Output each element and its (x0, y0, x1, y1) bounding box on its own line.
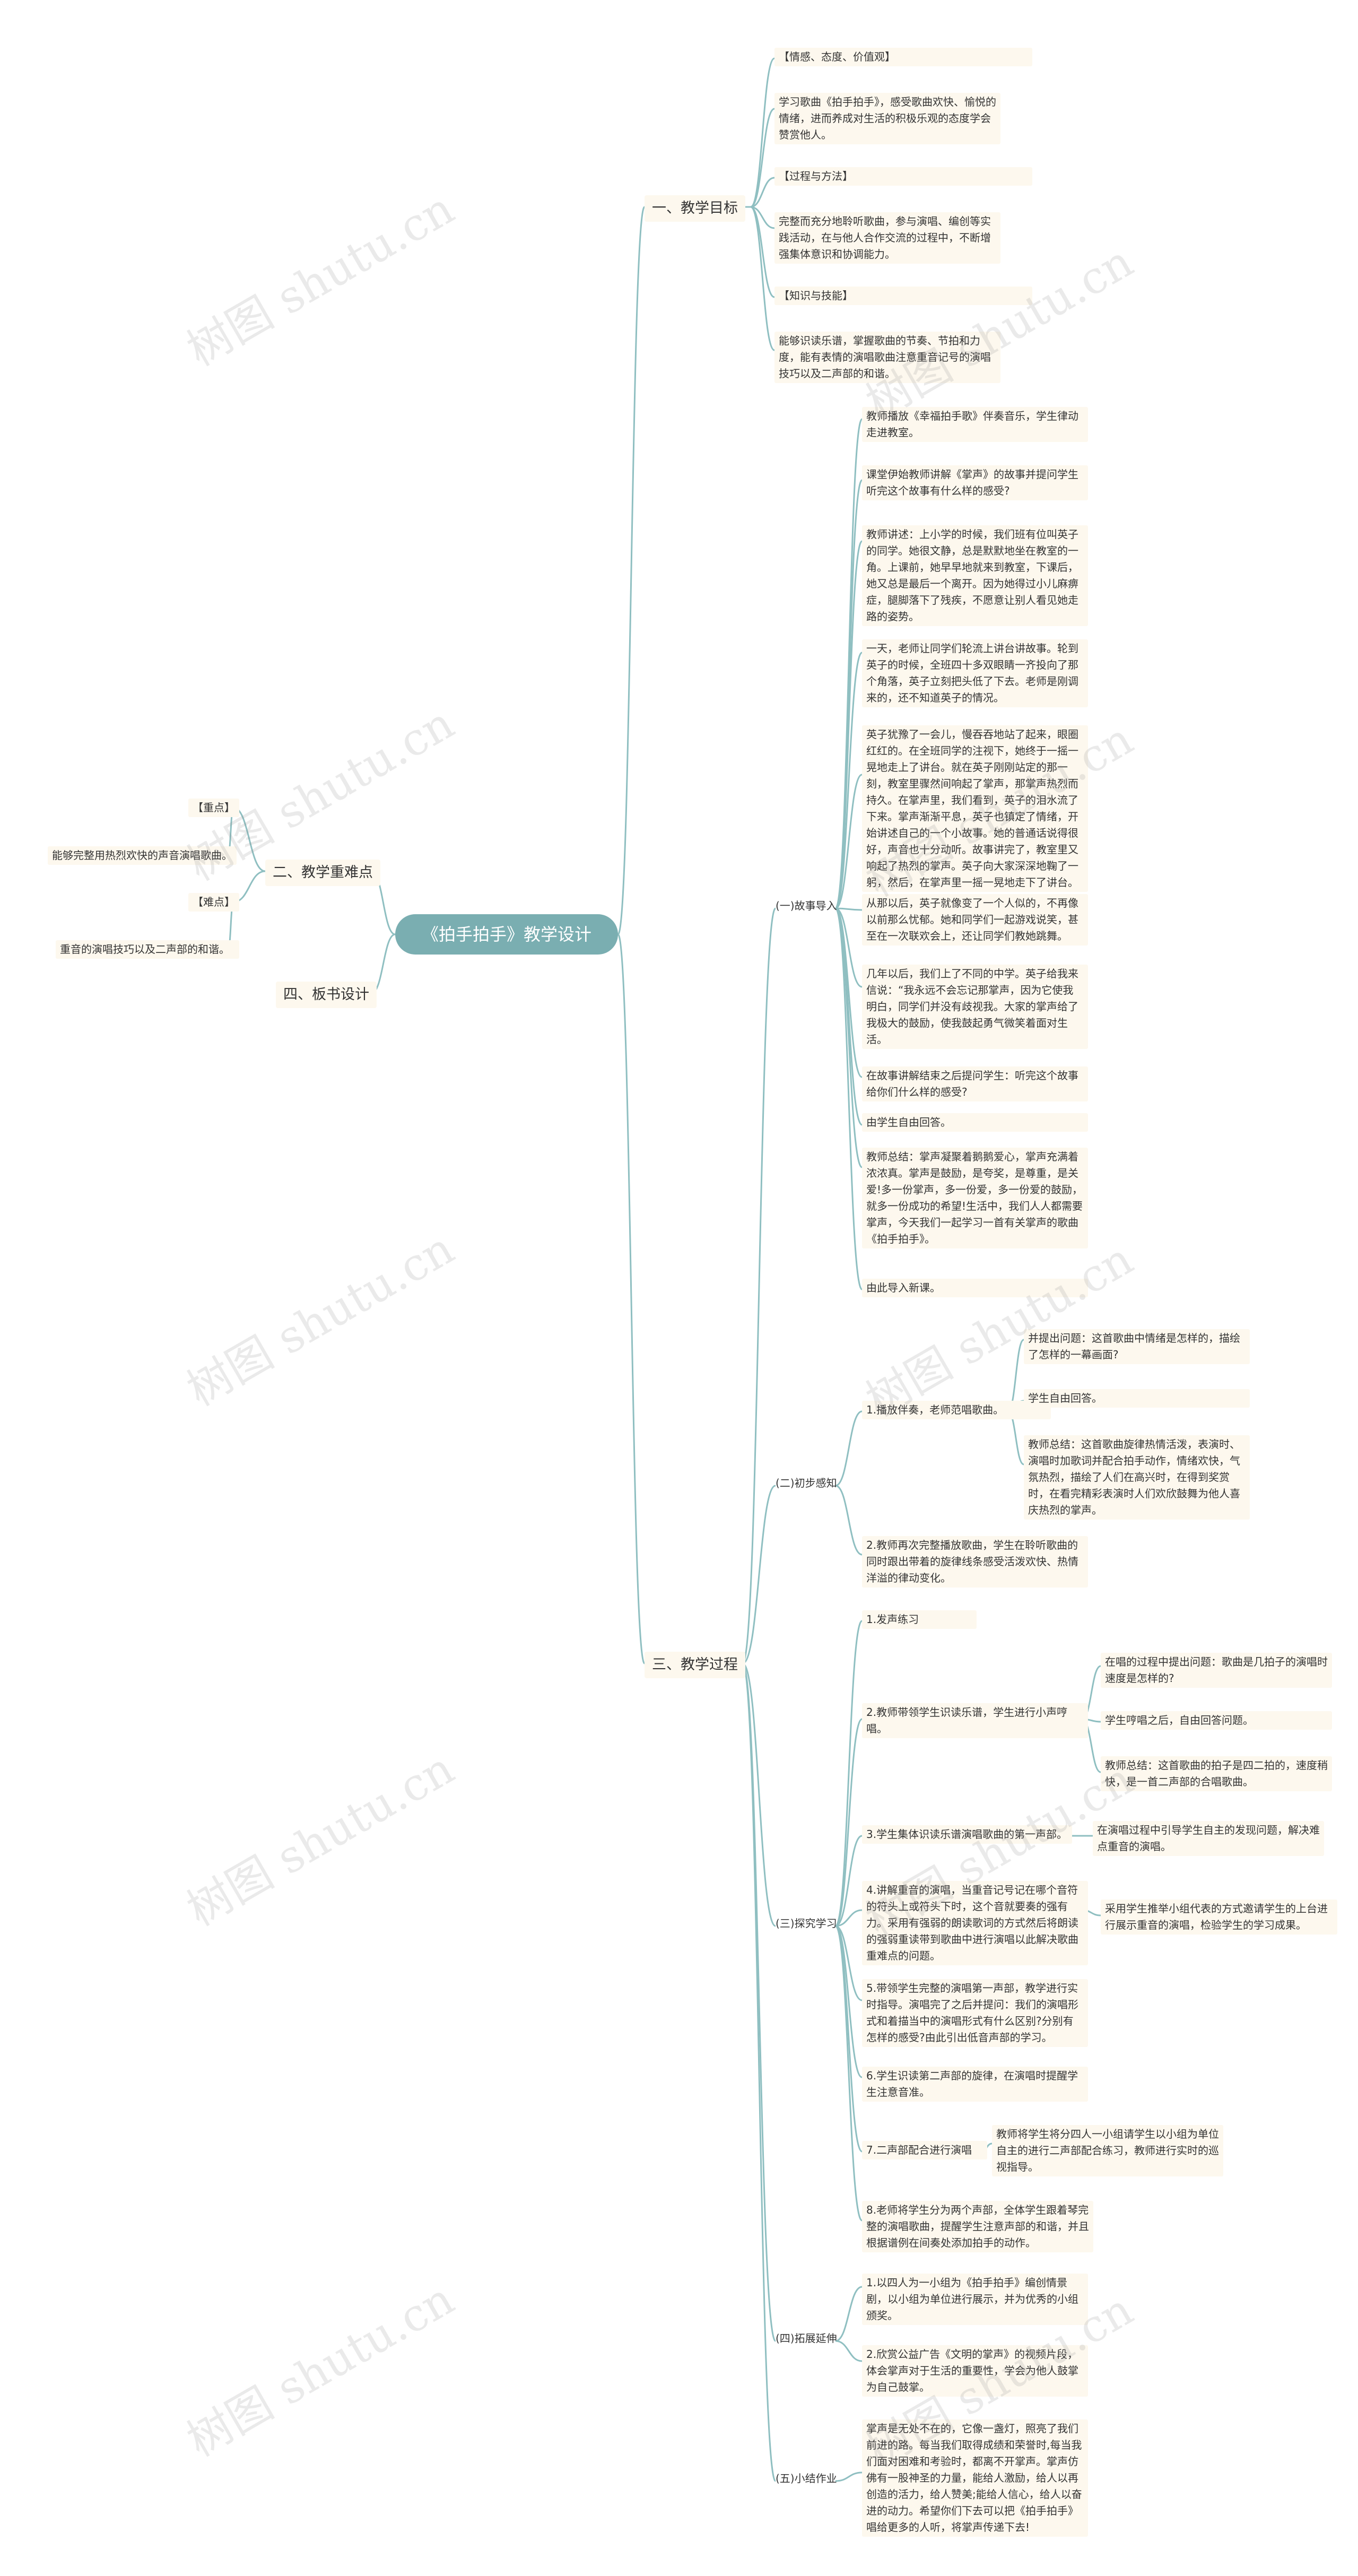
connector-line (835, 1485, 863, 1556)
connector-line (742, 907, 777, 1664)
story-leaf[interactable]: 教师总结：掌声凝聚着鹅鹅爱心，掌声充满着浓浓真。掌声是鼓励，是夸奖，是尊重，是关… (862, 1148, 1088, 1248)
summary-text[interactable]: 掌声是无处不在的，它像一盏灯，照亮了我们前进的路。每当我们取得成绩和荣誉时,每当… (862, 2419, 1088, 2537)
perception-item-2[interactable]: 2.教师再次完整播放歌曲，学生在聆听歌曲的同时跟出带着的旋律线条感受活泼欢快、热… (862, 1536, 1088, 1588)
story-leaf[interactable]: 一天，老师让同学们轮流上讲台讲故事。轮到英子的时候，全班四十多双眼睛一齐投向了那… (862, 639, 1088, 707)
connector-line (617, 933, 646, 1664)
connector-line (1007, 1410, 1024, 1465)
story-leaf[interactable]: 英子犹豫了一会儿，慢吞吞地站了起来，眼圈红红的。在全班同学的注视下，她终于一摇一… (862, 725, 1088, 892)
connector-line (835, 774, 863, 909)
goal-label-process[interactable]: 【过程与方法】 (774, 167, 1032, 186)
connector-line (742, 1662, 777, 2482)
explore-item-1[interactable]: 1.发声练习 (862, 1610, 977, 1629)
explore-item-7-child[interactable]: 教师将学生将分四人一小组请学生以小组为单位自主的进行二声部配合练习，教师进行实时… (992, 2125, 1223, 2176)
connector-line (834, 1925, 863, 2222)
explore-item-4-child[interactable]: 采用学生推举小组代表的方式邀请学生的上台进行展示重音的演唱，检验学生的学习成果。 (1101, 1900, 1337, 1935)
connector-line (233, 806, 266, 872)
explore-item-3[interactable]: 3.学生集体识读乐谱演唱歌曲的第一声部。 (862, 1825, 1072, 1844)
hard-text[interactable]: 重音的演唱技巧以及二声部的和谐。 (56, 940, 239, 959)
story-leaf[interactable]: 从那以后，英子就像变了一个人似的，不再像以前那么忧郁。她和同学们一起游戏说笑，甚… (862, 894, 1088, 946)
story-leaf[interactable]: 教师播放《幸福拍手歌》伴奏音乐，学生律动走进教室。 (862, 407, 1088, 442)
connector-line (835, 1718, 863, 1927)
connector-line (750, 206, 775, 351)
step-summary[interactable]: (五)小结作业 (776, 2472, 837, 2485)
perception-child[interactable]: 并提出问题：这首歌曲中情绪是怎样的，描绘了怎样的一幕画面? (1024, 1329, 1250, 1364)
connector-line (835, 2471, 863, 2482)
connector-line (835, 1925, 863, 2078)
connector-line (835, 1909, 863, 1927)
story-leaf[interactable]: 由此导入新课。 (862, 1279, 1088, 1297)
story-leaf[interactable]: 教师讲述：上小学的时候，我们班有位叫英子的同学。她很文静，总是默默地坐在教室的一… (862, 525, 1088, 626)
hard-label[interactable]: 【难点】 (188, 893, 239, 912)
explore-item-4[interactable]: 4.讲解重音的演唱，当重音记号记在哪个音符的符头上或符头下时，这个音就要奏的强有… (862, 1881, 1088, 1965)
connector-line (750, 206, 775, 229)
connector-line (835, 1410, 863, 1487)
connector-line (835, 907, 863, 988)
explore-item-8[interactable]: 8.老师将学生分为两个声部，全体学生跟着琴完整的演唱歌曲，提醒学生注意声部的和谐… (862, 2201, 1093, 2252)
explore-item-2-child[interactable]: 在唱的过程中提出问题：歌曲是几拍子的演唱时速度是怎样的? (1101, 1653, 1332, 1688)
story-leaf[interactable]: 几年以后，我们上了不同的中学。英子给我来信说：“我永远不会忘记那掌声，因为它使我… (862, 965, 1088, 1049)
connector-line (742, 1485, 776, 1664)
explore-item-5[interactable]: 5.带领学生完整的演唱第一声部，教学进行实时指导。演唱完了之后并提问：我们的演唱… (862, 1979, 1088, 2047)
step-exploration[interactable]: (三)探究学习 (776, 1917, 837, 1930)
perception-child[interactable]: 教师总结：这首歌曲旋律热情活泼，表演时、演唱时加歌词并配合拍手动作，情绪欢快，气… (1024, 1435, 1250, 1520)
explore-item-2-child[interactable]: 教师总结：这首歌曲的拍子是四二拍的，速度稍快，是一首二声部的合唱歌曲。 (1101, 1756, 1332, 1791)
branch-key-points[interactable]: 二、教学重难点 (265, 860, 380, 886)
connector-line (835, 2286, 863, 2342)
goal-label-knowledge[interactable]: 【知识与技能】 (774, 287, 1032, 305)
connector-line (750, 57, 775, 208)
goal-label-emotion[interactable]: 【情感、态度、价值观】 (774, 48, 1032, 66)
connector-line (834, 907, 863, 1290)
key-label[interactable]: 【重点】 (188, 799, 239, 817)
branch-teaching-goals[interactable]: 一、教学目标 (645, 195, 745, 222)
connector-line (835, 2340, 863, 2362)
connector-line (742, 1662, 776, 1927)
explore-item-2-child[interactable]: 学生哼唱之后，自由回答问题。 (1101, 1711, 1332, 1730)
connector-line (617, 206, 646, 935)
root-topic[interactable]: 《拍手拍手》教学设计 (395, 914, 618, 955)
connector-line (835, 1835, 863, 1927)
branch-teaching-process[interactable]: 三、教学过程 (645, 1652, 745, 1678)
connector-line (834, 652, 863, 909)
goal-text-emotion[interactable]: 学习歌曲《拍手拍手》，感受歌曲欢快、愉悦的情绪，进而养成对生活的积极乐观的态度学… (774, 93, 1000, 144)
explore-item-7[interactable]: 7.二声部配合进行演唱 (862, 2141, 987, 2159)
extension-item[interactable]: 2.欣赏公益广告《文明的掌声》的视频片段，体会掌声对于生活的重要性，学会为他人鼓… (862, 2345, 1088, 2397)
explore-item-3-child[interactable]: 在演唱过程中引导学生自主的发现问题，解决难点重音的演唱。 (1093, 1821, 1324, 1856)
explore-item-2[interactable]: 2.教师带领学生识读乐谱，学生进行小声哼唱。 (862, 1703, 1088, 1738)
connector-line (835, 907, 863, 911)
goal-text-process[interactable]: 完整而充分地聆听歌曲，参与演唱、编创等实践活动，在与他人合作交流的过程中，不断增… (774, 212, 1000, 264)
step-extension[interactable]: (四)拓展延伸 (776, 2332, 837, 2345)
step-story-intro[interactable]: (一)故事导入 (776, 899, 837, 912)
step-initial-perception[interactable]: (二)初步感知 (776, 1477, 837, 1489)
perception-item-1[interactable]: 1.播放伴奏，老师范唱歌曲。 (862, 1401, 1051, 1419)
branch-board-design[interactable]: 四、板书设计 (276, 982, 377, 1008)
connector-line (834, 540, 863, 909)
connector-line (750, 108, 775, 208)
explore-item-6[interactable]: 6.学生识读第二声部的旋律，在演唱时提醒学生注意音准。 (862, 2067, 1088, 2102)
story-leaf[interactable]: 由学生自由回答。 (862, 1113, 1088, 1132)
connector-line (834, 1620, 863, 1927)
connector-line (750, 177, 775, 208)
connector-line (835, 1925, 863, 2001)
connector-line (742, 1662, 777, 2342)
goal-text-knowledge[interactable]: 能够识读乐谱，掌握歌曲的节奏、节拍和力度，能有表情的演唱歌曲注意重音记号的演唱技… (774, 332, 1000, 383)
extension-item[interactable]: 1.以四人为一小组为《拍手拍手》编创情景剧，以小组为单位进行展示，并为优秀的小组… (862, 2274, 1088, 2325)
perception-child[interactable]: 学生自由回答。 (1024, 1389, 1250, 1408)
story-leaf[interactable]: 课堂伊始教师讲解《掌声》的故事并提问学生听完这个故事有什么样的感受? (862, 465, 1088, 500)
story-leaf[interactable]: 在故事讲解结束之后提问学生：听完这个故事给你们什么样的感受? (862, 1066, 1088, 1101)
key-text[interactable]: 能够完整用热烈欢快的声音演唱歌曲。 (48, 846, 237, 865)
